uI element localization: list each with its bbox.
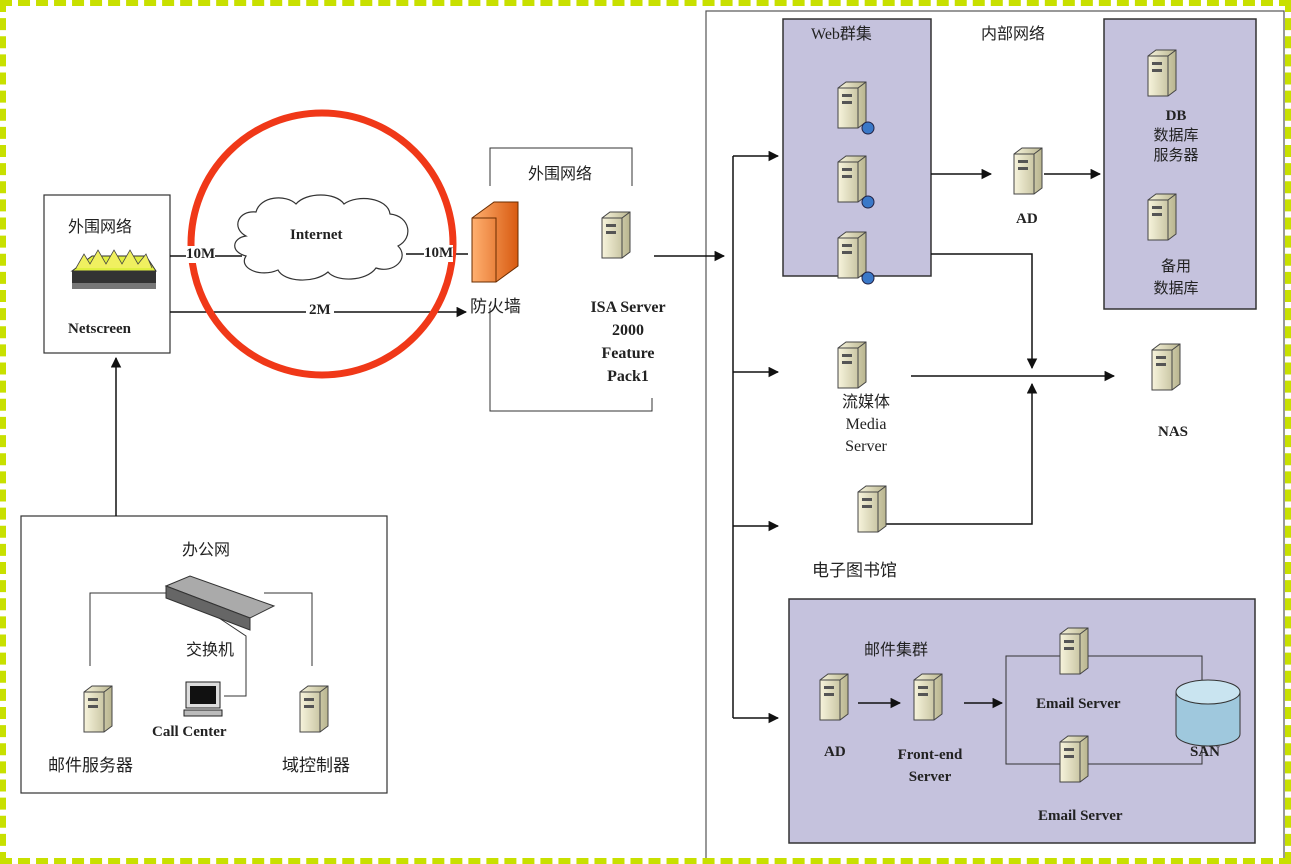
internet-cloud: [234, 194, 409, 281]
highlight-circle: [187, 109, 457, 379]
backup-line-2: 数据库: [1153, 281, 1199, 297]
san-label: SAN: [1190, 744, 1221, 760]
san-storage-icon: [1175, 679, 1241, 747]
db-line-2: 数据库: [1153, 128, 1199, 144]
web-server-2-icon: [837, 155, 867, 203]
perimeter-title: 外围网络: [528, 166, 593, 183]
link-10m-right-label: 10M: [424, 245, 454, 262]
nas-server-icon: [1151, 343, 1181, 391]
frontend-line-1: Front-end: [897, 747, 963, 763]
backup-db-server-icon: [1147, 193, 1177, 241]
isa-server-icon: [601, 211, 631, 259]
isa-line-1: ISA Server: [590, 299, 666, 316]
mail-server-icon: [83, 685, 113, 733]
ebook-server-icon: [857, 485, 887, 533]
switch-label: 交换机: [186, 642, 235, 659]
switch-icon: [164, 575, 276, 631]
mail-server-label: 邮件服务器: [48, 756, 133, 775]
call-center-computer-icon: [183, 681, 223, 717]
media-line-3: Server: [845, 438, 887, 455]
mail-cluster-title: 邮件集群: [864, 642, 929, 659]
web-server-1-icon: [837, 81, 867, 129]
office-line-center: [215, 615, 247, 697]
frontend-server-icon: [913, 673, 943, 721]
web-server-3-icon: [837, 231, 867, 279]
isa-line-3: Feature: [601, 345, 655, 362]
domain-controller-label: 域控制器: [282, 756, 350, 775]
media-line-2: Media: [845, 416, 887, 433]
office-line-right: [264, 592, 313, 666]
email-server-1-icon: [1059, 627, 1089, 675]
isa-line-2: 2000: [612, 322, 644, 339]
link-2m-label: 2M: [306, 302, 334, 319]
perimeter-bracket-top: [489, 147, 633, 186]
frontend-server-label: Front-end Server: [882, 744, 978, 788]
web-cluster-title: Web群集: [811, 26, 872, 43]
office-network-box: [20, 515, 388, 794]
ad-server-icon: [1013, 147, 1043, 195]
domain-controller-icon: [299, 685, 329, 733]
web-server-3-globe-icon: [861, 271, 875, 285]
left-network-title: 外围网络: [68, 219, 133, 236]
frontend-line-2: Server: [908, 769, 952, 785]
link-10m-left-label: 10M: [186, 246, 216, 263]
internal-network-title: 内部网络: [981, 26, 1046, 43]
email-server-2-icon: [1059, 735, 1089, 783]
firewall-label: 防火墙: [470, 297, 521, 316]
ad-label: AD: [1016, 211, 1038, 227]
internet-label: Internet: [290, 227, 343, 243]
firewall-icon: [471, 201, 519, 283]
isa-line-4: Pack1: [607, 368, 649, 385]
web-to-nas: [931, 253, 1038, 370]
office-title: 办公网: [182, 542, 231, 559]
db-line-1: DB: [1165, 108, 1187, 124]
diagram-svg: [20, 10, 1285, 858]
email-server-2-label: Email Server: [1038, 808, 1123, 824]
netscreen-label: Netscreen: [68, 321, 132, 337]
call-center-label: Call Center: [152, 724, 227, 740]
backup-line-1: 备用: [1160, 259, 1191, 275]
media-server-icon: [837, 341, 867, 389]
media-line-1: 流媒体: [841, 394, 890, 411]
ebook-label: 电子图书馆: [812, 561, 897, 580]
perimeter-bracket-bottom: [489, 308, 653, 412]
email-server-1-label: Email Server: [1036, 696, 1121, 712]
mail-ad-label: AD: [824, 744, 846, 760]
ebook-to-nas: [884, 382, 1038, 525]
web-server-2-globe-icon: [861, 195, 875, 209]
db-server-label: DB 数据库 服务器: [1146, 106, 1206, 166]
nas-label: NAS: [1158, 424, 1189, 440]
office-line-left: [89, 592, 166, 666]
backup-db-label: 备用 数据库: [1146, 256, 1206, 300]
netscreen-icon: [70, 249, 157, 289]
media-server-label: 流媒体 Media Server: [814, 392, 918, 458]
db-cluster-box: [1103, 18, 1257, 310]
isa-server-label: ISA Server 2000 Feature Pack1: [576, 296, 680, 388]
mail-ad-server-icon: [819, 673, 849, 721]
db-line-3: 服务器: [1153, 148, 1199, 164]
web-server-1-globe-icon: [861, 121, 875, 135]
diagram-canvas: 外围网络 Netscreen 10M Internet 10M 2M 防火墙 外…: [6, 6, 1285, 858]
db-server-icon: [1147, 49, 1177, 97]
